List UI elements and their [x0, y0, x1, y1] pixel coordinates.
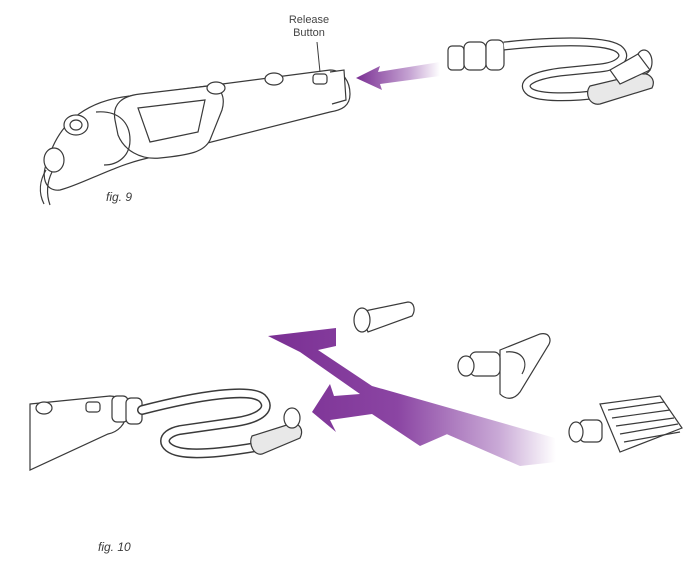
- bristle-brush-icon: [568, 395, 683, 453]
- figure-9-caption: fig. 9: [106, 190, 133, 204]
- attach-arrow-icon: [268, 328, 556, 466]
- figure-10: [29, 301, 683, 471]
- flexible-hose-icon: [137, 388, 303, 459]
- steamer-handle-icon: [39, 69, 351, 206]
- triangle-brush-icon: [457, 333, 551, 399]
- callout-line-1: Release: [288, 14, 330, 26]
- concentrator-nozzle-icon: [353, 301, 415, 333]
- flexible-hose-icon: [447, 37, 654, 105]
- callout-leader-line: [316, 41, 321, 73]
- figure-9: [39, 37, 654, 206]
- steamer-handle-icon: [29, 395, 143, 471]
- release-button-callout: Release Button: [274, 14, 344, 40]
- callout-line-2: Button: [293, 27, 325, 39]
- attach-arrow-icon: [356, 62, 440, 90]
- figure-10-caption: fig. 10: [98, 540, 131, 554]
